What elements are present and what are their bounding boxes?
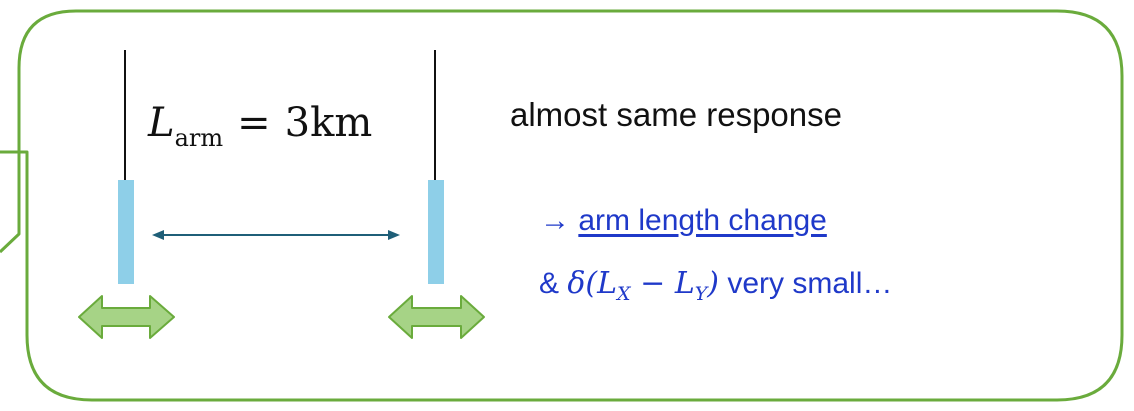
arm-length-change-link[interactable]: arm length change [578, 204, 827, 237]
var-ly: L [674, 266, 695, 301]
left-motion-arrow [78, 295, 175, 339]
minus-sign: − [640, 266, 666, 301]
arm-symbol: L [148, 100, 175, 146]
callout-bubble [0, 9, 1124, 402]
response-title: almost same response [510, 96, 842, 133]
very-small-text: very small… [727, 267, 893, 300]
response-line-2: & δ(LX − LY) very small… [539, 266, 893, 305]
delta-open: δ( [567, 266, 598, 301]
arm-value: 3km [284, 100, 373, 146]
right-arrow-icon: → [540, 204, 570, 237]
delta-close: ) [707, 266, 719, 301]
left-mirror [118, 180, 134, 284]
distance-arrow [152, 230, 400, 240]
arm-length-label: Larm = 3km [148, 100, 373, 152]
sub-y: Y [694, 283, 708, 305]
arm-subscript: arm [174, 124, 224, 152]
response-line-1: → arm length change [540, 204, 827, 238]
arm-equals: = [237, 100, 271, 146]
var-lx: L [597, 266, 618, 301]
delta-expression: δ(LX − LY) [567, 266, 719, 305]
right-motion-arrow [388, 295, 485, 339]
right-mirror [428, 180, 444, 284]
ampersand: & [539, 267, 560, 300]
sub-x: X [617, 283, 631, 305]
